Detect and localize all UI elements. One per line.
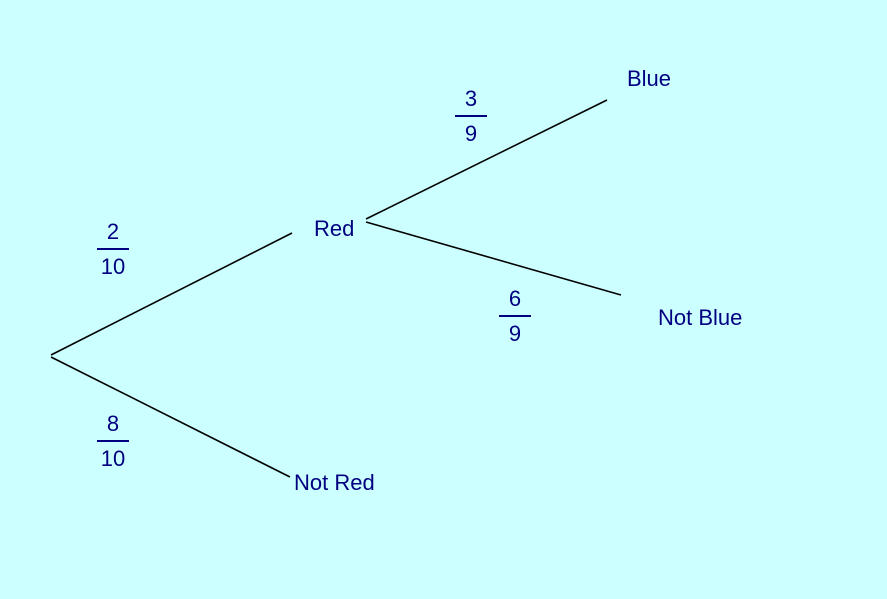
fraction-denominator: 10 (100, 446, 126, 471)
node-label-not-red: Not Red (294, 470, 375, 495)
fraction-numerator: 3 (455, 86, 487, 117)
branch-line-red-to-blue (365, 99, 608, 220)
fraction-numerator: 2 (97, 219, 129, 250)
branch-line-root-to-not-red (50, 356, 291, 478)
fraction-denominator: 10 (100, 254, 126, 279)
node-label-red: Red (314, 216, 355, 241)
branch-line-root-to-red (50, 232, 293, 356)
probability-fraction-red: 2 10 (97, 219, 129, 279)
fraction-numerator: 6 (499, 286, 531, 317)
node-label-not-blue: Not Blue (658, 305, 743, 330)
probability-fraction-not-red: 8 10 (97, 411, 129, 471)
probability-fraction-not-blue: 6 9 (499, 286, 531, 346)
node-label-blue: Blue (627, 66, 672, 91)
branch-line-red-to-not-blue (365, 221, 622, 296)
fraction-denominator: 9 (508, 321, 522, 346)
fraction-numerator: 8 (97, 411, 129, 442)
probability-fraction-blue: 3 9 (455, 86, 487, 146)
fraction-denominator: 9 (464, 121, 478, 146)
